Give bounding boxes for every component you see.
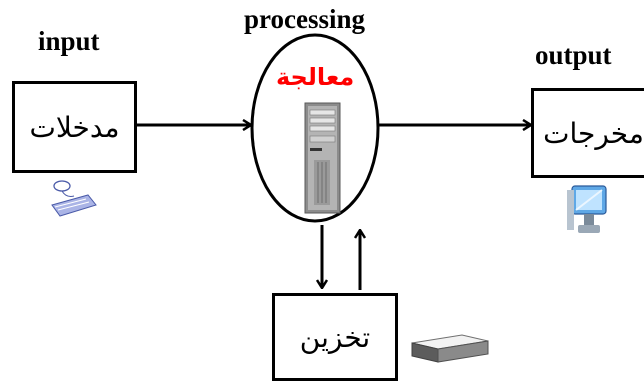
output-box: مخرجات (531, 88, 644, 178)
keyboard-mouse-icon (51, 180, 97, 217)
monitor-icon (567, 185, 607, 233)
input-heading: input (38, 26, 100, 56)
processing-heading: processing (244, 4, 366, 34)
storage-box: تخزين (272, 293, 398, 381)
hard-drive-icon (411, 334, 489, 363)
processing-label: معالجة (276, 63, 355, 91)
computer-tower-icon (304, 102, 341, 214)
output-heading: output (535, 40, 612, 70)
input-box: مدخلات (12, 81, 137, 173)
